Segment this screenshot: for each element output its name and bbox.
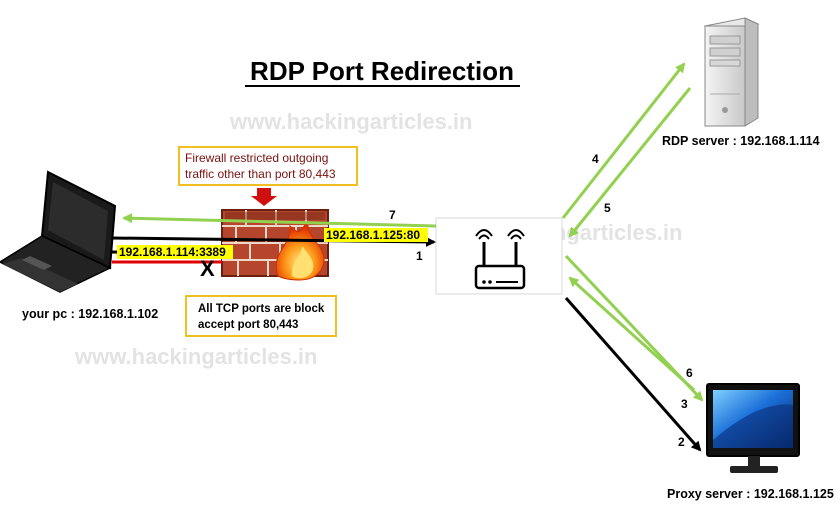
down-arrow-icon (251, 188, 277, 206)
arrow-step-6 (568, 276, 696, 392)
monitor-icon (706, 383, 800, 473)
watermark-top: www.hackingarticles.in (229, 109, 472, 134)
pc-label: your pc : 192.168.1.102 (22, 307, 158, 321)
server-tower-icon (703, 17, 760, 127)
block-x-mark: X (200, 256, 215, 281)
rdp-server-label: RDP server : 192.168.1.114 (662, 134, 820, 148)
step-label-3: 3 (681, 397, 688, 411)
tcp-callout-box (185, 295, 337, 337)
firewall-callout-line-1: Firewall restricted outgoing (185, 151, 328, 165)
step-label-7: 7 (389, 208, 396, 222)
proxy-server-label: Proxy server : 192.168.1.125 (667, 487, 834, 501)
arrow-step-2 (564, 297, 702, 452)
arrow-step-4 (561, 62, 686, 219)
firewall-callout-line-2: traffic other than port 80,443 (185, 167, 336, 181)
router-icon (435, 217, 563, 295)
proxy-address-highlight (324, 228, 428, 242)
watermark-bottom: www.hackingarticles.in (74, 344, 317, 369)
firewall-callout-box (178, 146, 358, 186)
laptop-icon (0, 170, 117, 293)
rdp-address-highlight (117, 245, 233, 259)
rdp-address-label: 192.168.1.114:3389 (119, 245, 226, 259)
tcp-callout-line-1: All TCP ports are block (198, 303, 325, 315)
step-label-4: 4 (592, 152, 599, 166)
step-label-2: 2 (678, 435, 685, 449)
step-label-1: 1 (416, 249, 423, 263)
proxy-address-label: 192.168.1.125:80 (326, 228, 420, 242)
arrow-step-7 (122, 213, 437, 228)
step-label-5: 5 (604, 201, 611, 215)
step-label-6: 6 (686, 366, 693, 380)
diagram-title: RDP Port Redirection (250, 56, 514, 86)
tcp-callout-line-2: accept port 80,443 (198, 319, 298, 331)
arrow-step-5 (568, 87, 692, 238)
